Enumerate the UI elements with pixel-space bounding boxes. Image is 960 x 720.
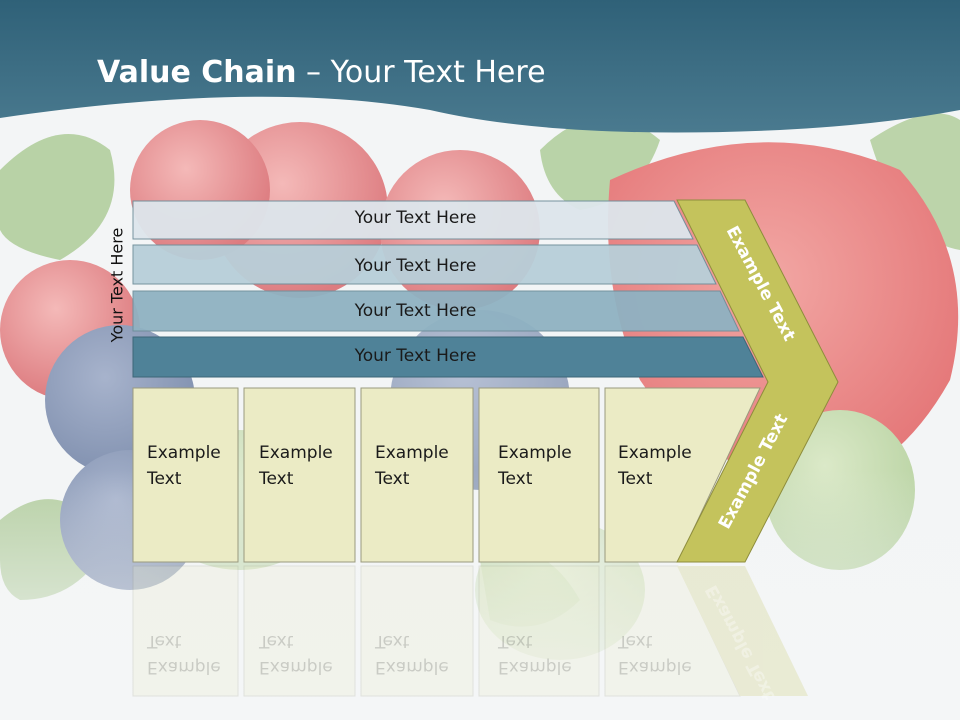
column-2-reflection: Example Text [259,628,333,680]
column-4-text: Example Text [498,440,572,492]
column-2-text: Example Text [259,440,333,492]
column-4-reflection: Example Text [498,628,572,680]
title-bold: Value Chain [97,55,297,90]
column-5-reflection-line2: Text [618,631,653,651]
column-1-reflection-line2: Text [147,631,182,651]
column-1-text: Example Text [147,440,221,492]
column-5-reflection: Example Text [618,628,692,680]
column-3-reflection-line1: Example [375,657,449,677]
column-2-shape [243,387,356,563]
column-1-line2: Text [147,469,182,489]
bar-2-label: Your Text Here [354,256,477,276]
column-4-line1: Example [498,443,572,463]
column-1-reflection: Example Text [147,628,221,680]
column-5-reflection-line1: Example [618,657,692,677]
chevron-arrow-shape [676,199,839,563]
column-5-line1: Example [618,443,692,463]
column-1-shape [132,387,239,563]
bar-1-shape [132,200,694,240]
slide-title: Value Chain – Your Text Here [97,55,546,90]
column-4-reflection-line2: Text [498,631,533,651]
bar-3-label: Your Text Here [354,301,477,321]
bar-3-shape [132,290,740,332]
column-5-text: Example Text [618,440,692,492]
bar-4-shape [132,336,764,378]
column-1-reflection-line1: Example [147,657,221,677]
column-1-line1: Example [147,443,221,463]
column-4-shape [478,387,600,563]
bar-4-label: Your Text Here [354,346,477,366]
column-2-line1: Example [259,443,333,463]
title-rest: – Your Text Here [296,55,546,90]
column-3-reflection: Example Text [375,628,449,680]
column-3-line2: Text [375,469,410,489]
column-2-reflection-line1: Example [259,657,333,677]
column-3-shape [360,387,474,563]
bar-1-label: Your Text Here [354,208,477,228]
column-3-line1: Example [375,443,449,463]
column-3-text: Example Text [375,440,449,492]
column-5-line2: Text [618,469,653,489]
column-2-reflection-line2: Text [259,631,294,651]
column-2-line2: Text [259,469,294,489]
bar-2-shape [132,244,717,285]
column-3-reflection-line2: Text [375,631,410,651]
column-4-line2: Text [498,469,533,489]
column-4-reflection-line1: Example [498,657,572,677]
